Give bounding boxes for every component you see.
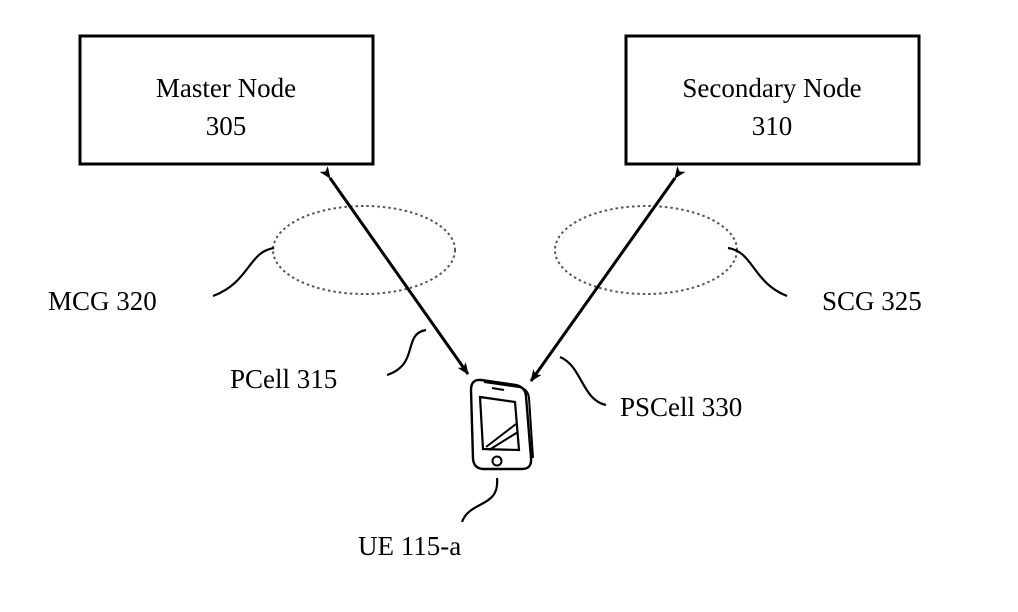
pcell-label: PCell 315 <box>230 364 337 394</box>
ue-label: UE 115-a <box>358 531 461 561</box>
secondary-node-box <box>624 34 921 166</box>
pscell-link-arrow <box>529 166 686 382</box>
pscell-leader-line <box>559 355 607 407</box>
mcg-label: MCG 320 <box>48 286 157 316</box>
pcell-link-arrow <box>319 166 470 375</box>
ue-leader-line <box>460 477 499 523</box>
mcg-ellipse <box>272 205 456 295</box>
mcg-leader-line <box>212 246 275 298</box>
secondary-node-id: 310 <box>752 111 793 141</box>
smartphone-icon[interactable] <box>469 378 534 471</box>
pcell-leader-line <box>386 328 427 377</box>
pscell-label: PSCell 330 <box>620 392 742 422</box>
master-node-box <box>78 34 375 166</box>
scg-label: SCG 325 <box>822 286 922 316</box>
master-node-label: Master Node <box>156 73 296 103</box>
secondary-node-label: Secondary Node <box>682 73 861 103</box>
secondary-node[interactable]: Secondary Node 310 <box>624 34 921 166</box>
master-node-id: 305 <box>206 111 247 141</box>
scg-leader-line <box>727 246 788 298</box>
master-node[interactable]: Master Node 305 <box>78 34 375 166</box>
